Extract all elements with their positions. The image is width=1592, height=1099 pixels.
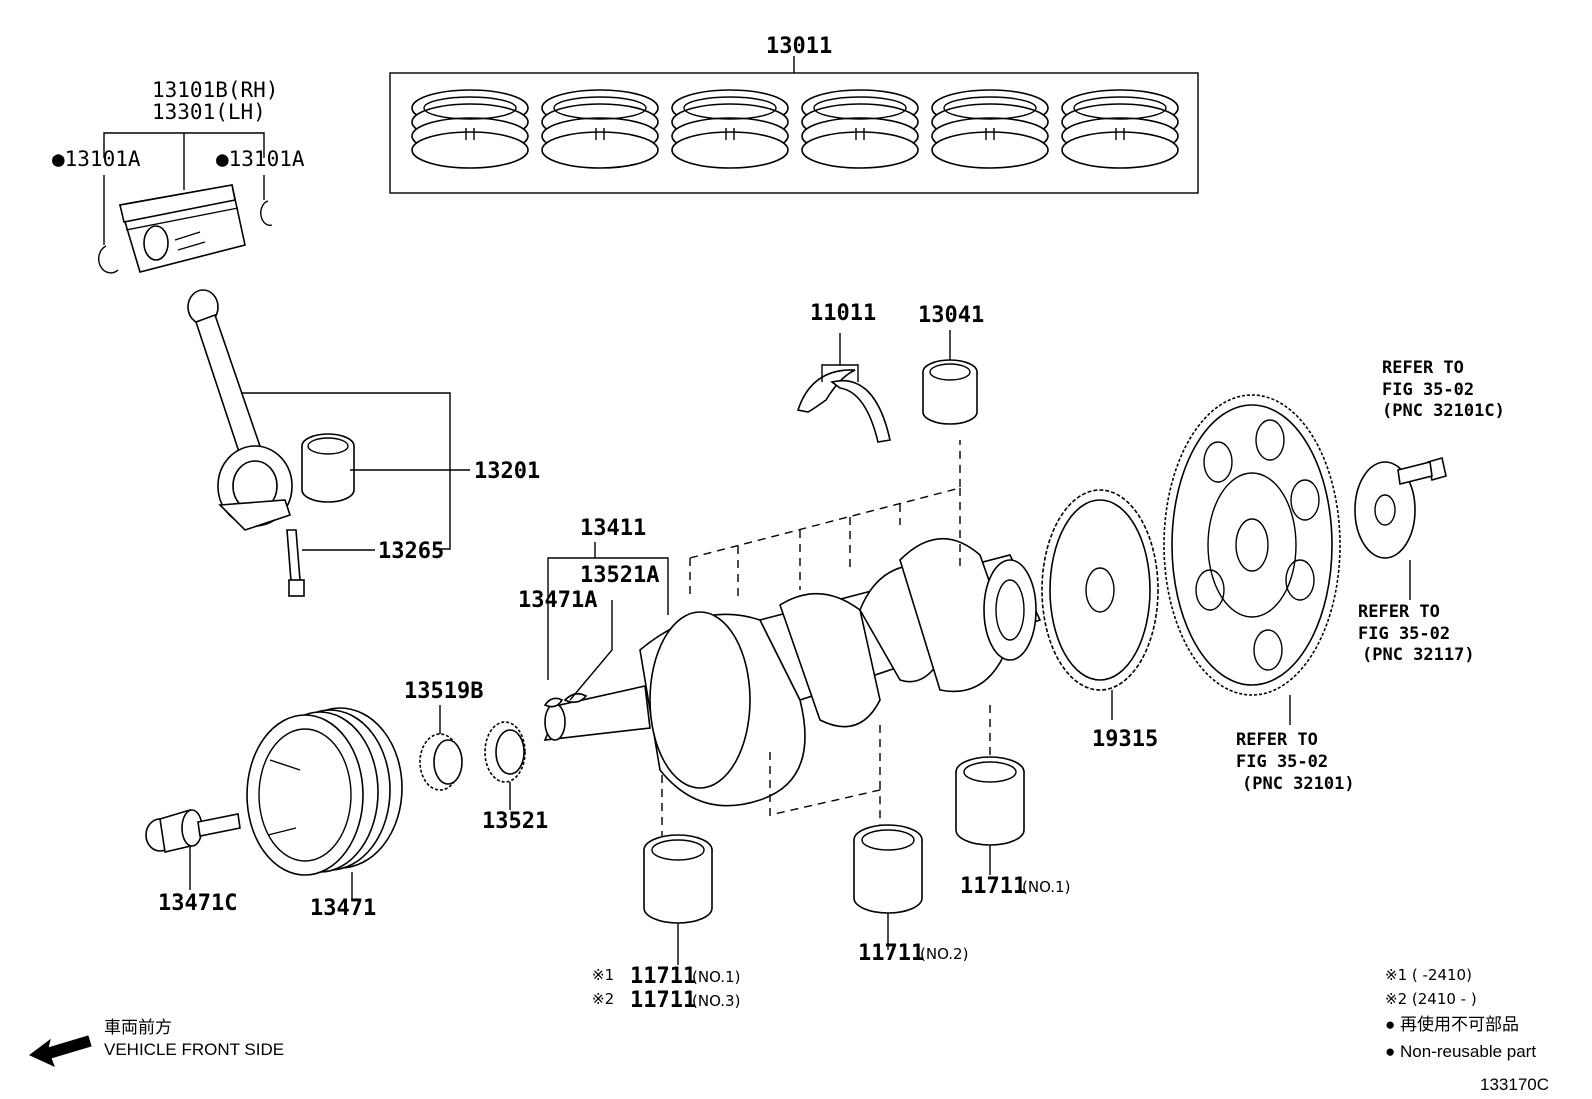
figure-code: 133170C xyxy=(1480,1075,1549,1094)
label-11711-no1-right: 11711 xyxy=(960,874,1026,899)
piston-ring xyxy=(541,89,659,169)
piston-ring xyxy=(801,89,919,169)
flywheel-bolt xyxy=(1397,456,1447,485)
vehicle-front-label-jp: 車両前方 xyxy=(104,1018,172,1037)
crank-bearing-no1-front xyxy=(643,834,713,965)
label-11711-left-1-suffix: (NO.1) xyxy=(692,968,740,986)
svg-text:FIG 35-02: FIG 35-02 xyxy=(1382,380,1474,400)
snap-ring-left xyxy=(98,245,119,274)
svg-text:REFER TO: REFER TO xyxy=(1358,602,1440,622)
label-13101a-left: ●13101A xyxy=(52,147,141,171)
label-13041: 13041 xyxy=(918,303,984,328)
label-13471: 13471 xyxy=(310,896,376,921)
crank-bearing-no2 xyxy=(853,824,923,950)
label-13011: 13011 xyxy=(766,34,832,59)
connecting-rod xyxy=(187,289,293,531)
legend-nonreusable-en: ● Non-reusable part xyxy=(1385,1042,1536,1061)
snap-ring-right xyxy=(260,200,273,226)
label-13471a: 13471A xyxy=(518,588,597,613)
piston-ring xyxy=(671,89,789,169)
conrod-bearing xyxy=(301,433,355,503)
label-13471c: 13471C xyxy=(158,891,237,916)
piston-ring xyxy=(411,89,529,169)
label-11011: 11011 xyxy=(810,301,876,326)
piston-ring-set xyxy=(389,56,1199,194)
label-13101b: 13101B(RH) xyxy=(152,78,278,102)
label-13101a-right: ●13101A xyxy=(216,147,305,171)
label-13521: 13521 xyxy=(482,809,548,834)
label-13521a: 13521A xyxy=(580,563,659,588)
label-11711-no1-right-suffix: (NO.1) xyxy=(1022,878,1070,896)
piston-ring xyxy=(1061,89,1179,169)
label-13265: 13265 xyxy=(378,539,444,564)
crank-pulley-bolt xyxy=(145,808,241,890)
piston-ring xyxy=(931,89,1049,169)
reference-pnc-32101: REFER TO FIG 35-02 (PNC 32101) xyxy=(1236,730,1355,794)
reference-pnc-32101c: REFER TO FIG 35-02 (PNC 32101C) xyxy=(1382,358,1505,421)
label-11711-mark1: ※1 xyxy=(592,966,614,984)
piston xyxy=(103,132,265,273)
vehicle-front-arrow-icon xyxy=(29,1035,92,1067)
drive-plate xyxy=(1163,394,1341,725)
svg-text:(PNC 32117): (PNC 32117) xyxy=(1362,645,1475,665)
crank-bearing-no1-rear xyxy=(955,756,1025,875)
svg-text:REFER TO: REFER TO xyxy=(1382,358,1464,378)
label-11711-left-2: 11711 xyxy=(630,988,696,1013)
svg-text:REFER TO: REFER TO xyxy=(1236,730,1318,750)
svg-text:(PNC 32101C): (PNC 32101C) xyxy=(1382,401,1505,421)
label-11711-left-1: 11711 xyxy=(630,964,696,989)
timing-sprocket-13521 xyxy=(484,721,526,810)
crankshaft xyxy=(543,537,1042,807)
legend-note-2: ※2 (2410 - ) xyxy=(1385,990,1477,1008)
legend-nonreusable-jp: ● 再使用不可部品 xyxy=(1385,1014,1519,1034)
svg-text:FIG 35-02: FIG 35-02 xyxy=(1358,624,1450,644)
vehicle-front-label-en: VEHICLE FRONT SIDE xyxy=(104,1040,284,1059)
label-13301: 13301(LH) xyxy=(152,100,266,124)
label-13519b: 13519B xyxy=(404,679,483,704)
label-11711-mark2: ※2 xyxy=(592,990,614,1008)
drive-plate-spacer xyxy=(1041,489,1159,720)
thrust-washer xyxy=(796,333,891,443)
label-13201: 13201 xyxy=(474,459,540,484)
drive-plate-reinforcement xyxy=(1354,461,1416,600)
reference-pnc-32117: REFER TO FIG 35-02 (PNC 32117) xyxy=(1358,602,1475,665)
crank-pulley xyxy=(246,707,403,900)
label-11711-left-2-suffix: (NO.3) xyxy=(692,992,740,1010)
conrod-bolt xyxy=(286,529,305,597)
label-11711-no2-suffix: (NO.2) xyxy=(920,945,968,963)
label-19315: 19315 xyxy=(1092,727,1158,752)
label-13411: 13411 xyxy=(580,516,646,541)
timing-sprocket-13519b xyxy=(419,705,463,791)
label-11711-no2: 11711 xyxy=(858,941,924,966)
svg-text:FIG 35-02: FIG 35-02 xyxy=(1236,752,1328,772)
svg-text:(PNC 32101): (PNC 32101) xyxy=(1242,774,1355,794)
legend-note-1: ※1 ( -2410) xyxy=(1385,966,1472,984)
main-bearing-13041 xyxy=(922,330,978,425)
